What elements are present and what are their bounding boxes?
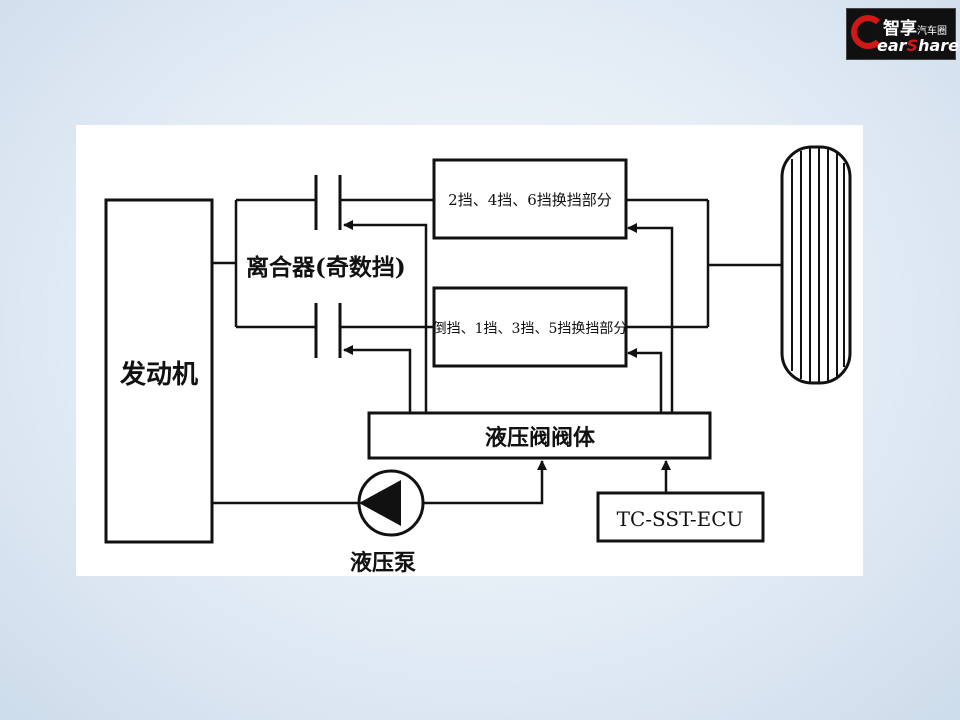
pump-icon <box>357 469 425 537</box>
clutch-label: 离合器(奇数挡) <box>246 254 406 281</box>
wheel-icon <box>780 145 852 385</box>
engine-box <box>104 198 214 544</box>
valve-body-box <box>367 411 712 460</box>
gear-odd-label: 倒挡、1挡、3挡、5挡换挡部分 <box>433 320 628 337</box>
gear-even-label: 2挡、4挡、6挡换挡部分 <box>448 191 612 209</box>
valve-to-gear-even-line <box>627 223 674 413</box>
valve-to-gear-odd-line <box>627 348 663 413</box>
diagram-panel: 发动机 离合器(奇数挡) 2挡、4挡、6挡换挡部分 倒挡、1挡、3挡、5挡换挡部… <box>76 125 863 576</box>
pump-label: 液压泵 <box>350 550 416 576</box>
engine-label: 发动机 <box>119 359 198 390</box>
transmission-diagram: 发动机 离合器(奇数挡) 2挡、4挡、6挡换挡部分 倒挡、1挡、3挡、5挡换挡部… <box>104 145 852 576</box>
valve-body-label: 液压阀阀体 <box>485 425 596 451</box>
valve-to-lower-clutch-line <box>343 345 412 413</box>
ecu-label: TC-SST-ECU <box>617 507 744 531</box>
logo: 智享汽车圈 earShare <box>846 8 960 60</box>
valve-to-upper-clutch-line <box>343 220 428 413</box>
logo-chinese: 智享汽车圈 <box>883 19 947 39</box>
ecu-box <box>596 491 765 543</box>
logo-c-mark <box>851 15 885 49</box>
logo-english: earShare <box>877 36 960 55</box>
pump-to-valve-line <box>423 460 547 505</box>
